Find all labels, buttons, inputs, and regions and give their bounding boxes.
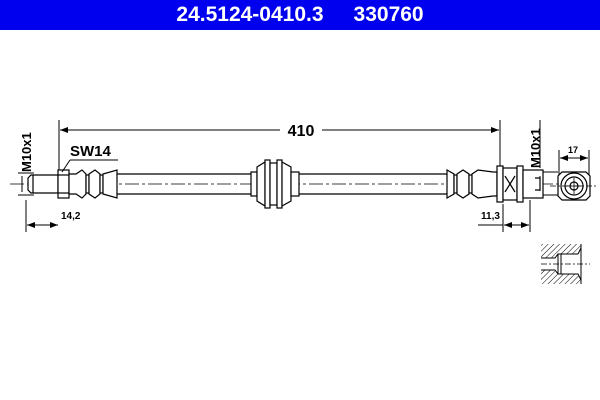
title-bar: 24.5124-0410.3 330760	[0, 0, 600, 30]
left-fitting	[27, 169, 118, 199]
right-thread-dimension: M10x1	[528, 120, 558, 196]
middle-clamp	[250, 159, 300, 209]
overall-length-dimension: 410	[58, 120, 501, 176]
left-fitting-length-label: 14,2	[61, 211, 81, 222]
end-view: 17	[550, 145, 598, 201]
part-number: 24.5124-0410.3	[176, 3, 324, 26]
end-view-width-label: 17	[568, 145, 578, 155]
left-thread-dimension: M10x1	[18, 132, 34, 196]
left-fitting-length-dimension: 14,2	[25, 200, 81, 232]
right-fitting-length-label: 11,3	[481, 211, 500, 222]
wrench-size-label: SW14	[70, 143, 112, 160]
right-fitting-length-dimension: 11,3	[478, 200, 531, 232]
hose	[117, 173, 447, 195]
right-fitting	[446, 165, 544, 203]
overall-length-label: 410	[288, 123, 315, 140]
wrench-size-callout: SW14	[61, 143, 118, 173]
right-thread-label: M10x1	[528, 128, 543, 168]
port-section-view	[541, 244, 590, 284]
left-thread-label: M10x1	[19, 132, 34, 172]
reference-number: 330760	[353, 3, 424, 26]
